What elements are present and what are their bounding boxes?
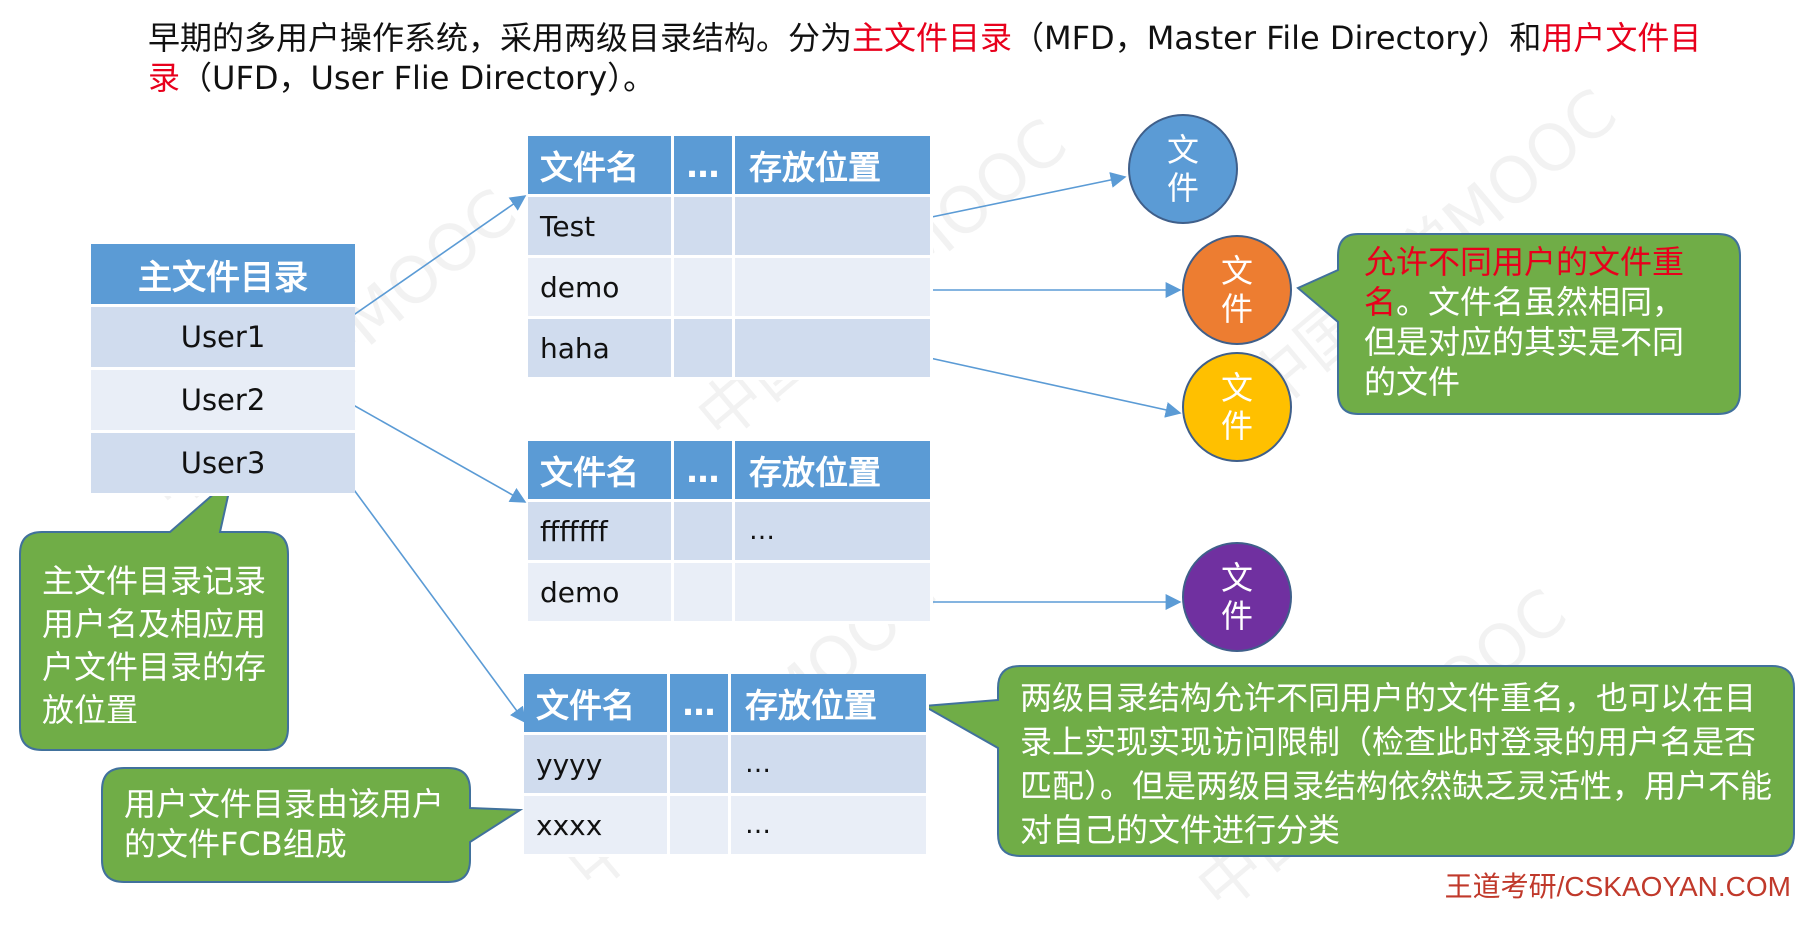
file-circle-yellow: 文 件 xyxy=(1182,352,1292,462)
ufd-header-filename: 文件名 xyxy=(528,441,674,502)
ufd-cell-ellipsis xyxy=(674,319,735,380)
arrow-user2-ufd xyxy=(331,392,527,503)
callout-mfd-note: 主文件目录记录用户名及相应用户文件目录的存放位置 xyxy=(42,562,267,729)
intro-part3: （UFD，User Flie Directory）。 xyxy=(180,59,656,97)
callout-ufd-shape xyxy=(101,767,524,883)
intro-text: 早期的多用户操作系统，采用两级目录结构。分为主文件目录（MFD，Master F… xyxy=(148,18,1708,98)
ufd-cell-location: … xyxy=(731,735,929,796)
ufd-cell-ellipsis xyxy=(674,502,735,563)
ufd-cell-location xyxy=(735,258,933,319)
ufd-header-ellipsis: … xyxy=(674,136,735,197)
file-circle-orange: 文 件 xyxy=(1182,235,1292,345)
ufd-cell-ellipsis xyxy=(674,197,735,258)
arrow-user1-ufd xyxy=(331,195,527,331)
ufd-cell-filename: xxxx xyxy=(524,796,670,857)
ufd-table-user1: 文件名 … 存放位置 Test demo haha xyxy=(528,136,933,380)
ufd-cell-location xyxy=(735,197,933,258)
ufd-cell-ellipsis xyxy=(674,258,735,319)
callout-mfd-shape xyxy=(19,475,289,751)
footer-brand: 王道考研/CSKAOYAN.COM xyxy=(1444,871,1791,902)
callout-rename-shape xyxy=(1296,233,1741,415)
ufd-header-ellipsis: … xyxy=(670,674,731,735)
ufd-header-location: 存放位置 xyxy=(735,136,933,197)
intro-part2: （MFD，Master File Directory）和 xyxy=(1012,19,1542,57)
ufd-cell-filename: yyyy xyxy=(524,735,670,796)
ufd-cell-filename: demo xyxy=(528,563,674,624)
file-circle-purple: 文 件 xyxy=(1182,542,1292,652)
ufd-cell-filename: demo xyxy=(528,258,674,319)
ufd-header-filename: 文件名 xyxy=(528,136,674,197)
arrow-test-file xyxy=(897,172,1127,225)
ufd-term: 用户文件目录 xyxy=(148,19,1702,97)
intro-part1: 早期的多用户操作系统，采用两级目录结构。分为 xyxy=(148,19,853,57)
ufd-header-filename: 文件名 xyxy=(524,674,670,735)
callout-ufd-note: 用户文件目录由该用户的文件FCB组成 xyxy=(124,785,445,863)
mfd-header: 主文件目录 xyxy=(91,244,355,307)
ufd-table-user3: 文件名 … 存放位置 yyyy … xxxx … xyxy=(524,674,929,857)
ufd-header-ellipsis: … xyxy=(674,441,735,502)
callout-rename-red: 允许不同用户的文件重名 xyxy=(1364,243,1685,321)
mfd-user-row: User3 xyxy=(91,433,355,496)
ufd-cell-filename: haha xyxy=(528,319,674,380)
callout-rename-rest: 。文件名虽然相同，但是对应的其实是不同的文件 xyxy=(1364,283,1685,401)
arrow-haha-file xyxy=(897,350,1182,418)
ufd-header-location: 存放位置 xyxy=(731,674,929,735)
callout-summary-shape xyxy=(920,665,1795,857)
ufd-cell-ellipsis xyxy=(670,735,731,796)
ufd-cell-location xyxy=(735,563,933,624)
ufd-cell-filename: Test xyxy=(528,197,674,258)
callout-summary: 两级目录结构允许不同用户的文件重名，也可以在目录上实现实现访问限制（检查此时登录… xyxy=(1020,679,1773,849)
ufd-cell-ellipsis xyxy=(674,563,735,624)
ufd-cell-location: … xyxy=(735,502,933,563)
ufd-header-location: 存放位置 xyxy=(735,441,933,502)
ufd-cell-location: … xyxy=(731,796,929,857)
arrow-user3-ufd xyxy=(331,459,526,724)
mfd-term: 主文件目录 xyxy=(852,19,1013,57)
mfd-table: 主文件目录 User1 User2 User3 xyxy=(91,244,355,496)
ufd-table-user2: 文件名 … 存放位置 fffffff … demo xyxy=(528,441,933,624)
file-circle-blue: 文 件 xyxy=(1128,114,1238,224)
mfd-user-row: User2 xyxy=(91,370,355,433)
mfd-user-row: User1 xyxy=(91,307,355,370)
ufd-cell-filename: fffffff xyxy=(528,502,674,563)
ufd-cell-ellipsis xyxy=(670,796,731,857)
callout-rename: 允许不同用户的文件重名。文件名虽然相同，但是对应的其实是不同的文件 xyxy=(1364,242,1714,402)
ufd-cell-location xyxy=(735,319,933,380)
